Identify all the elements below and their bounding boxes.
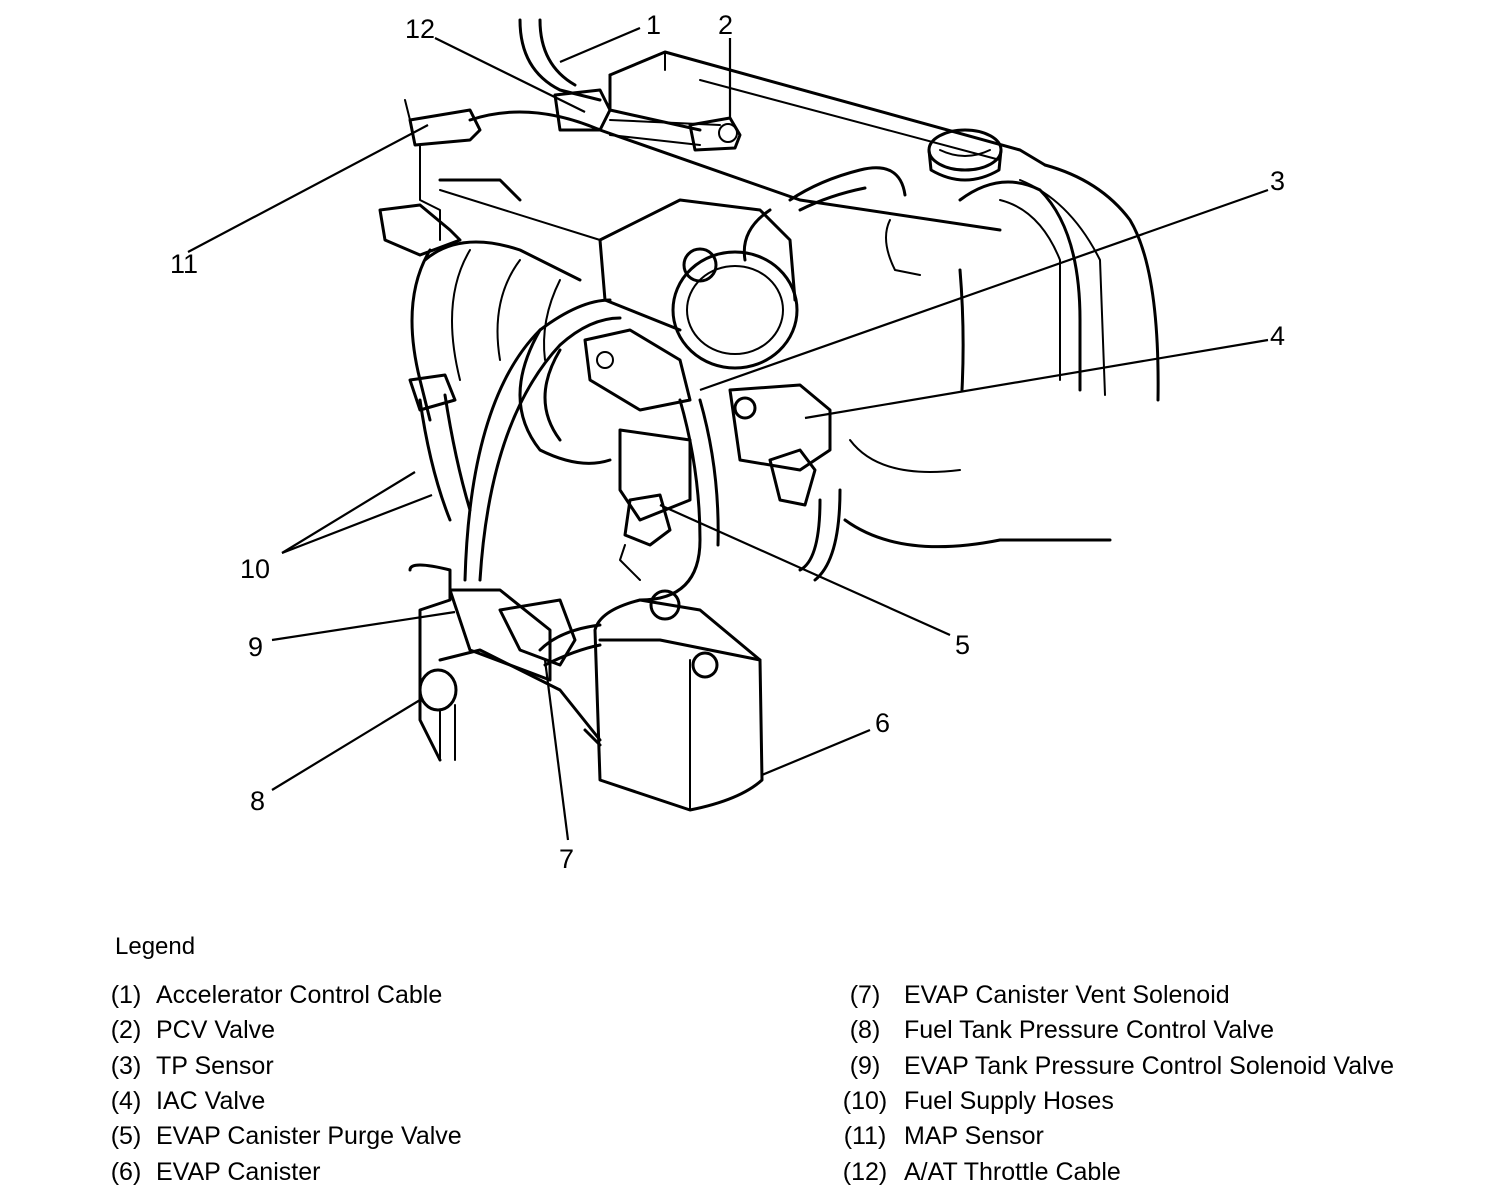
legend-text: Accelerator Control Cable (156, 981, 443, 1010)
legend-key: (10) (842, 1087, 888, 1116)
legend-title: Legend (115, 933, 196, 960)
callout-5: 5 (955, 630, 970, 660)
legend-item: (6) EVAP Canister (96, 1154, 462, 1189)
legend-column-right: (7) EVAP Canister Vent Solenoid (8) Fuel… (826, 978, 1394, 1190)
legend-item: (5) EVAP Canister Purge Valve (96, 1119, 462, 1154)
callout-numbers: 1 2 3 4 5 6 7 8 9 10 11 12 (170, 10, 1285, 874)
callout-10: 10 (240, 554, 270, 584)
legend-key: (9) (849, 1051, 881, 1080)
legend-text: EVAP Tank Pressure Control Solenoid Valv… (904, 1051, 1395, 1080)
callout-6: 6 (875, 708, 890, 738)
engine-diagram: 1 2 3 4 5 6 7 8 9 10 11 12 (170, 10, 1285, 874)
callout-7: 7 (559, 844, 574, 874)
legend-item: (2) PCV Valve (96, 1013, 462, 1048)
legend-item: (7) EVAP Canister Vent Solenoid (826, 978, 1394, 1013)
callout-4: 4 (1270, 321, 1285, 351)
callout-9: 9 (248, 632, 263, 662)
legend-text: PCV Valve (156, 1016, 276, 1045)
legend-key: (11) (843, 1122, 887, 1151)
legend-item: (3) TP Sensor (96, 1049, 462, 1084)
legend-text: EVAP Canister Vent Solenoid (904, 981, 1230, 1010)
callout-11: 11 (170, 249, 198, 279)
legend-key: (2) (110, 1016, 142, 1045)
legend-key: (4) (110, 1087, 142, 1116)
legend-key: (7) (849, 981, 881, 1010)
legend-item: (4) IAC Valve (96, 1084, 462, 1119)
callout-2: 2 (718, 10, 733, 40)
legend-text: TP Sensor (156, 1051, 274, 1080)
legend-item: (9) EVAP Tank Pressure Control Solenoid … (826, 1049, 1394, 1084)
legend-text: Fuel Tank Pressure Control Valve (904, 1016, 1275, 1045)
legend-text: A/AT Throttle Cable (904, 1157, 1121, 1186)
legend-item: (1) Accelerator Control Cable (96, 978, 462, 1013)
callout-12: 12 (405, 14, 435, 44)
legend-key: (3) (110, 1051, 142, 1080)
callout-8: 8 (250, 786, 265, 816)
callout-1: 1 (646, 10, 661, 40)
legend-key: (6) (110, 1157, 142, 1186)
callout-leaders (187, 26, 1269, 841)
legend-text: EVAP Canister (156, 1157, 321, 1186)
engine-drawing (378, 18, 1160, 812)
legend-item: (11) MAP Sensor (826, 1119, 1394, 1154)
legend-key: (12) (842, 1157, 888, 1186)
legend-text: IAC Valve (156, 1087, 266, 1116)
legend-key: (5) (110, 1122, 142, 1151)
legend-text: EVAP Canister Purge Valve (156, 1122, 462, 1151)
legend-item: (12) A/AT Throttle Cable (826, 1154, 1394, 1189)
legend-key: (1) (110, 981, 142, 1010)
legend-item: (8) Fuel Tank Pressure Control Valve (826, 1013, 1394, 1048)
legend-column-left: (1) Accelerator Control Cable (2) PCV Va… (96, 978, 462, 1190)
legend-text: Fuel Supply Hoses (904, 1087, 1114, 1116)
legend-key: (8) (849, 1016, 881, 1045)
legend-item: (10) Fuel Supply Hoses (826, 1084, 1394, 1119)
callout-3: 3 (1270, 166, 1285, 196)
legend-text: MAP Sensor (904, 1122, 1044, 1151)
